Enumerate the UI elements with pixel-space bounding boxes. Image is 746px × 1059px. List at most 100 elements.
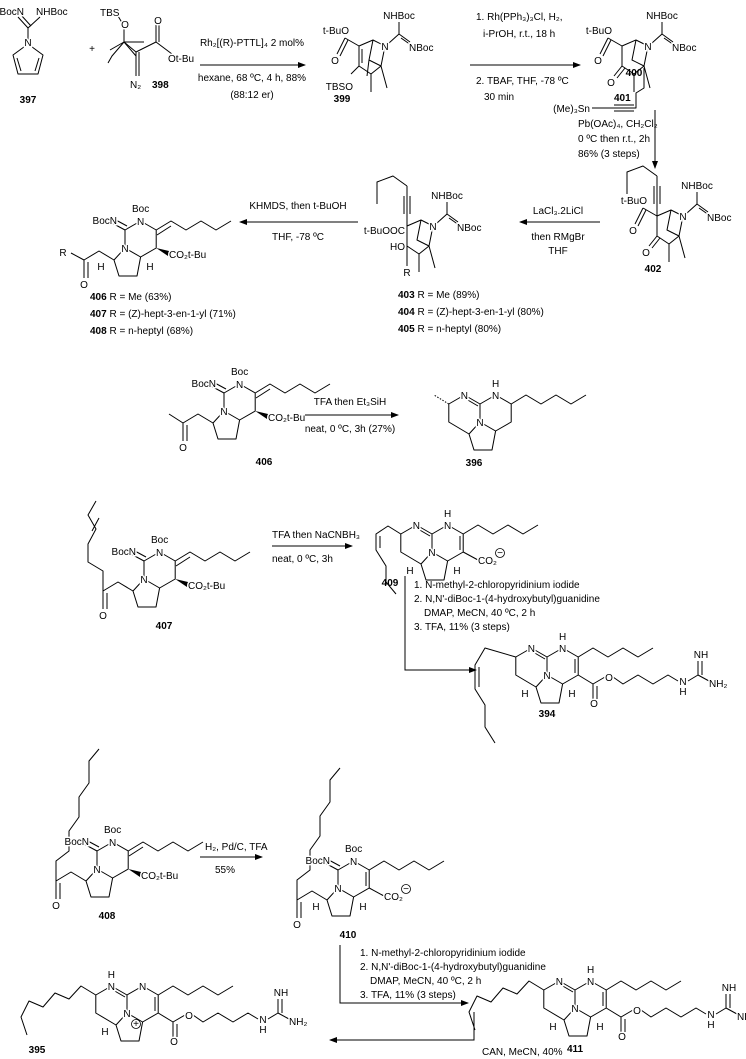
compound-402: t-BuO O O N NHBoc NBoc 402 (619, 165, 733, 275)
charge-minus: − (497, 548, 503, 559)
compound-number: 401 (614, 93, 631, 104)
reagent-text: 1. Rh(PPh₃)₃Cl, H₂, (476, 12, 563, 23)
compound-number: 395 (29, 1045, 46, 1056)
atom-label: H (359, 902, 366, 913)
atom-label: O (121, 20, 129, 31)
atom-label: TBS (100, 8, 120, 19)
plus-sign: + (89, 44, 95, 55)
compound-number: 397 (20, 95, 37, 106)
atom-label: NHBoc (383, 11, 415, 22)
atom-label: H (521, 689, 528, 700)
reaction-step-10: 1. N-methyl-2-chloropyridinium iodide 2.… (339, 945, 546, 1006)
entry-407: 407 R = (Z)-hept-3-en-1-yl (71%) (90, 309, 236, 320)
atom-label: H (406, 566, 413, 577)
atom-label: BocN (93, 216, 117, 227)
condition-text: (88:12 er) (230, 90, 273, 101)
atom-label: t-BuO (323, 26, 349, 37)
compound-number: 408 (99, 911, 116, 922)
atom-label: Ot-Bu (168, 54, 194, 65)
atom-label: O (99, 611, 107, 622)
atom-label: H (146, 262, 153, 273)
reaction-step-2: 1. Rh(PPh₃)₃Cl, H₂, i-PrOH, r.t., 18 h 2… (470, 12, 581, 103)
atom-label: H (97, 262, 104, 273)
compound-number: 399 (334, 94, 351, 105)
atom-label: N₂ (130, 80, 141, 91)
reaction-step-9: H₂, Pd/C, TFA 55% (200, 842, 268, 876)
reaction-step-11: CAN, MeCN, 40% (329, 1012, 563, 1058)
reaction-step-8: 1. N-methyl-2-chloropyridinium iodide 2.… (404, 576, 600, 673)
atom-label: NH (722, 983, 736, 994)
reaction-step-3: (Me)₃Sn 401 Pb(OAc)₄, CH₂Cl₂ 0 ºC then r… (553, 68, 658, 169)
atom-label: O (642, 248, 650, 259)
atom-label: N (108, 982, 115, 993)
compound-number: 396 (466, 458, 483, 469)
entry-408: 408 R = n-heptyl (68%) (90, 326, 193, 337)
atom-label: N (428, 548, 435, 559)
atom-label: NH (694, 650, 708, 661)
atom-label: H (108, 970, 115, 981)
yield-text: 86% (3 steps) (578, 149, 640, 160)
entry-403: 403 R = Me (89%) (398, 290, 479, 301)
atom-label: N (350, 857, 357, 868)
atom-label: O (590, 699, 598, 710)
yield-text: 3. TFA, 11% (3 steps) (360, 990, 456, 1001)
atom-label: O (331, 56, 339, 67)
atom-label: BocN (306, 856, 330, 867)
atom-label: H (707, 1020, 714, 1031)
atom-label: N (413, 521, 420, 532)
reaction-step-4: LaCl₃.2LiCl then RMgBr THF (519, 206, 600, 257)
atom-label: N (121, 244, 128, 255)
atom-label: H (453, 566, 460, 577)
compound-397: BocN NHBoc N 397 (0, 6, 69, 107)
compound-number: 402 (645, 264, 662, 275)
atom-label: NHBoc (431, 191, 463, 202)
atom-label: N (543, 671, 550, 682)
atom-label: H (568, 689, 575, 700)
condition-text: DMAP, MeCN, 40 ºC, 2 h (424, 608, 535, 619)
compound-number: 409 (382, 578, 399, 589)
atom-label: t-BuOOC (364, 226, 405, 237)
compound-400: t-BuO O O N NHBoc NBoc 400 (584, 10, 698, 93)
atom-label: O (170, 1037, 178, 1048)
atom-label: N (644, 42, 651, 53)
condition-text: hexane, 68 ºC, 4 h, 88% (198, 73, 306, 84)
atom-label: O (154, 16, 162, 27)
atom-label: N (236, 380, 243, 391)
atom-label: N (381, 42, 388, 53)
atom-label: N (556, 977, 563, 988)
condition-text: DMAP, MeCN, 40 ºC, 2 h (370, 976, 481, 987)
compound-398: TBS O O Ot-Bu N₂ 398 (99, 7, 196, 93)
entry-404: 404 R = (Z)-hept-3-en-1-yl (80%) (398, 307, 544, 318)
compound-409: N N N H H H CO₂ − (375, 508, 539, 595)
atom-label: Boc (231, 367, 248, 378)
atom-label: H (259, 1025, 266, 1036)
atom-label: Boc (345, 844, 362, 855)
reagent-text: TFA then Et₃SiH (314, 397, 386, 408)
atom-label: CO₂t-Bu (169, 250, 206, 261)
atom-label: O (179, 443, 187, 454)
atom-label: N (587, 977, 594, 988)
reagent-text: i-PrOH, r.t., 18 h (483, 29, 555, 40)
atom-label: N (429, 222, 436, 233)
atom-label: N (220, 407, 227, 418)
atom-label: HO (390, 242, 405, 253)
reaction-step-5: KHMDS, then t-BuOH THF, -78 ºC (239, 201, 358, 243)
charge-plus: + (133, 1019, 139, 1030)
reagent-text: 2. N,N'-diBoc-1-(4-hydroxybutyl)guanidin… (414, 594, 600, 605)
atom-label: CO₂t-Bu (188, 581, 225, 592)
reagent-text: 2. N,N'-diBoc-1-(4-hydroxybutyl)guanidin… (360, 962, 546, 973)
compound-number: 406 (256, 457, 273, 468)
reagent-text: Rh₂[(R)-PTTL]₄ 2 mol% (200, 38, 304, 49)
atom-label: NH (274, 988, 288, 999)
atom-label: t-BuO (621, 196, 647, 207)
compound-406-408-generic: N N Boc BocN CO₂t-Bu R O H H (58, 203, 232, 293)
atom-label: N (559, 644, 566, 655)
reagent-text: 1. N-methyl-2-chloropyridinium iodide (360, 948, 526, 959)
atom-label: NH₂ (709, 679, 727, 690)
compound-number: 410 (340, 930, 357, 941)
atom-label: N (707, 1010, 714, 1021)
atom-label: N (476, 418, 483, 429)
atom-label: H (559, 632, 566, 643)
atom-label: O (185, 1011, 193, 1022)
atom-label: H (312, 902, 319, 913)
